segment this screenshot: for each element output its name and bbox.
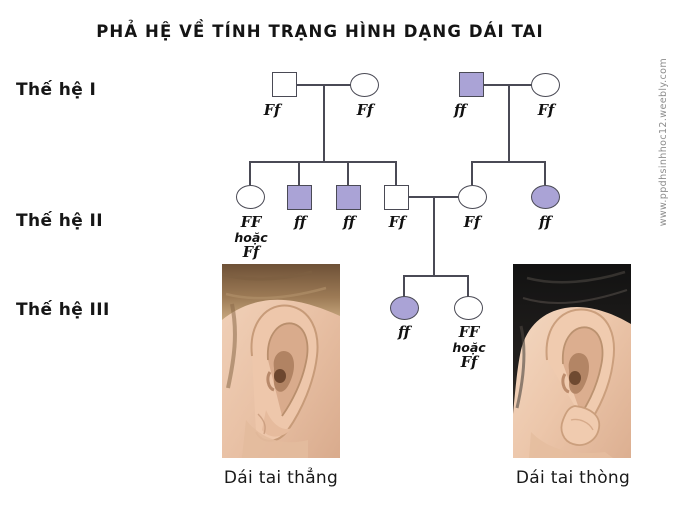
genotype-I-4: Ff (537, 102, 555, 119)
descent-line-1 (323, 84, 325, 162)
individual-III-2 (454, 296, 483, 320)
genotype-II-2: ff (294, 214, 306, 231)
genotype-I-2: Ff (356, 102, 374, 119)
genotype-II-1-primary: FF (240, 214, 262, 231)
genotype-III-2: FF hoặc Ff (443, 324, 495, 371)
individual-II-6 (531, 185, 560, 209)
genotype-III-2-alt: Ff (460, 353, 478, 371)
individual-II-3 (336, 185, 361, 210)
generation-label-2: Thế hệ II (16, 211, 103, 231)
genotype-II-3: ff (343, 214, 355, 231)
sibling-stem-II-1 (249, 161, 251, 185)
individual-I-1 (272, 72, 297, 97)
sibling-stem-II-6 (544, 161, 546, 185)
individual-II-2 (287, 185, 312, 210)
sibship-line-2 (471, 161, 546, 163)
descent-line-3 (433, 196, 435, 276)
individual-I-3 (459, 72, 484, 97)
sibling-stem-II-2 (298, 161, 300, 185)
individual-II-1 (236, 185, 265, 209)
caption-free-earlobe: Dái tai thòng (515, 468, 631, 488)
genotype-III-2-primary: FF (458, 324, 480, 341)
genotype-I-1: Ff (263, 102, 281, 119)
genotype-II-4: Ff (388, 214, 406, 231)
sibling-stem-III-2 (467, 275, 469, 297)
photo-free-earlobe (513, 264, 631, 458)
genotype-III-1: ff (398, 324, 410, 341)
sibship-line-3 (403, 275, 469, 277)
sibling-stem-III-1 (403, 275, 405, 297)
individual-III-1 (390, 296, 419, 320)
individual-I-2 (350, 73, 379, 97)
genotype-II-1-connector: hoặc (234, 229, 268, 245)
generation-label-1: Thế hệ I (16, 80, 97, 100)
individual-II-4 (384, 185, 409, 210)
sibling-stem-II-3 (347, 161, 349, 185)
individual-II-5 (458, 185, 487, 209)
photo-attached-earlobe (222, 264, 340, 458)
descent-line-2 (508, 84, 510, 162)
genotype-II-1-alt: Ff (242, 243, 260, 261)
genotype-I-3: ff (454, 102, 466, 119)
caption-attached-earlobe: Dái tai thẳng (223, 468, 339, 488)
genotype-II-1: FF hoặc Ff (225, 214, 277, 261)
genotype-III-2-connector: hoặc (452, 339, 486, 355)
attached-earlobe-illustration (222, 264, 340, 458)
watermark-text: www.ppdhsinhhoc12.weebly.com (658, 58, 669, 227)
genotype-II-5: Ff (463, 214, 481, 231)
generation-label-3: Thế hệ III (16, 300, 110, 320)
free-earlobe-illustration (513, 264, 631, 458)
sibling-stem-II-5 (471, 161, 473, 185)
sibling-stem-II-4 (395, 161, 397, 185)
figure-title: PHẢ HỆ VỀ TÍNH TRẠNG HÌNH DẠNG DÁI TAI (96, 22, 544, 41)
individual-I-4 (531, 73, 560, 97)
sibship-line-1 (249, 161, 397, 163)
genotype-II-6: ff (539, 214, 551, 231)
